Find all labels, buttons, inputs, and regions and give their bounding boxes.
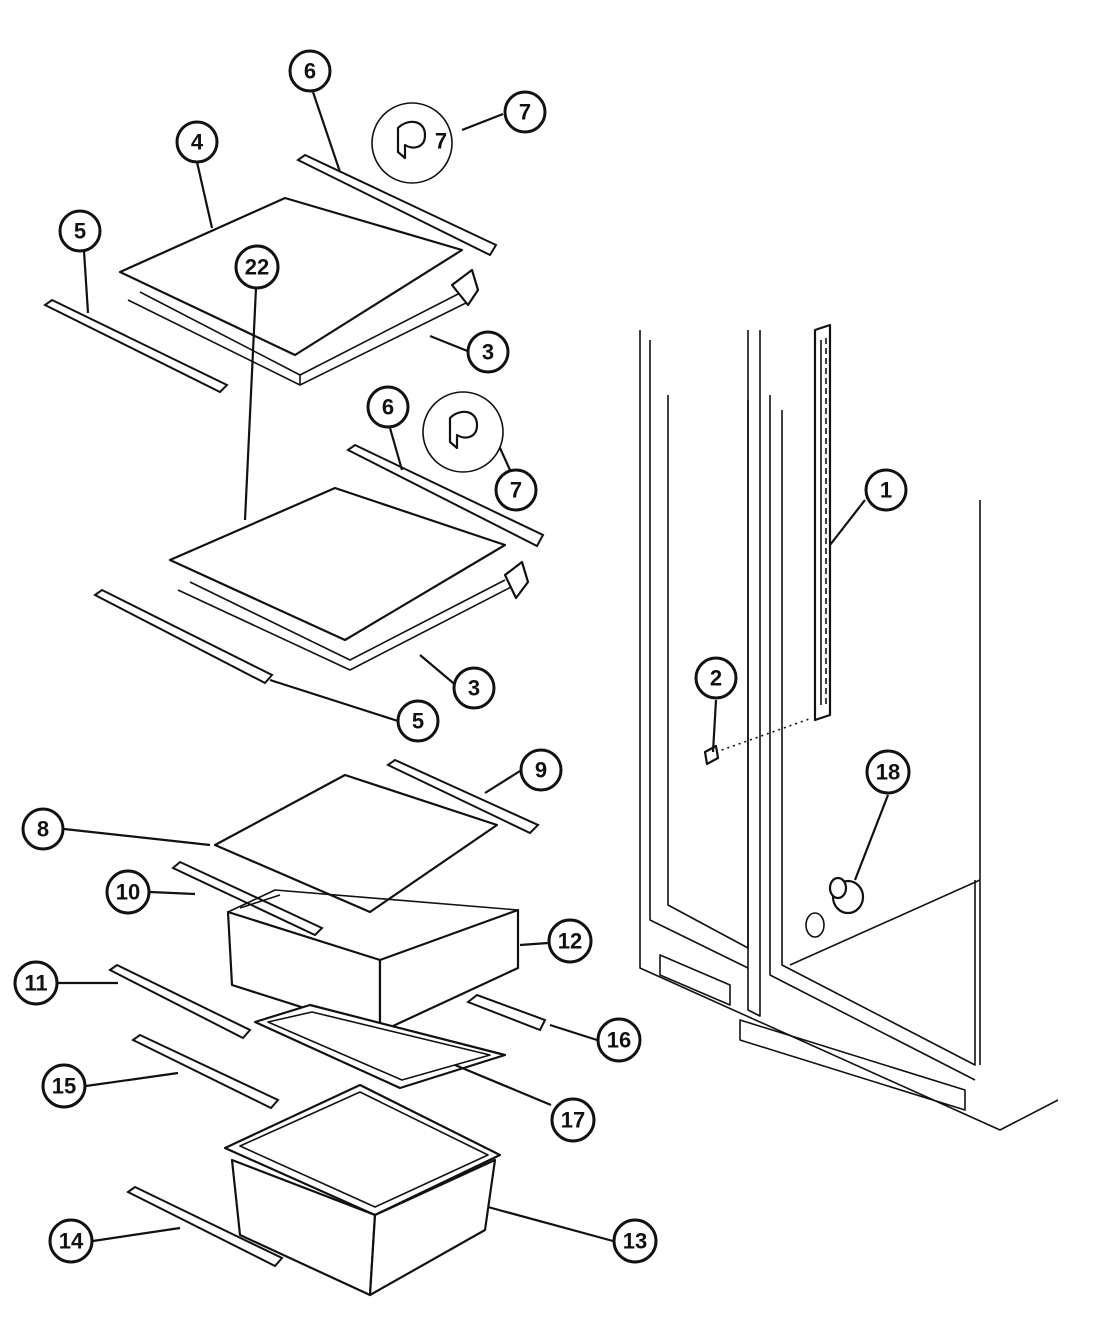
- callout-14: 14: [48, 1218, 94, 1264]
- inset-label: 7: [435, 129, 447, 154]
- shelf-ladder-part-1: [813, 323, 832, 722]
- callout-label: 9: [535, 758, 547, 783]
- callout-label: 6: [382, 395, 394, 420]
- callout-13: 13: [612, 1218, 658, 1264]
- callout-label: 12: [558, 929, 582, 954]
- callout-5a: 5: [58, 209, 102, 253]
- callout-3a: 3: [466, 330, 510, 374]
- callout-label: 16: [607, 1028, 631, 1053]
- callout-6b: 6: [366, 385, 410, 429]
- crisper-rail-part-14: [126, 1185, 284, 1268]
- callout-10: 10: [105, 869, 151, 915]
- callout-17: 17: [550, 1097, 596, 1143]
- inset-clip-detail-top: 7: [371, 102, 453, 184]
- callout-2: 2: [694, 656, 738, 700]
- callout-12: 12: [547, 918, 593, 964]
- crisper-glide-part-16: [465, 993, 547, 1032]
- callout-4: 4: [175, 120, 219, 164]
- callout-label: 5: [412, 709, 424, 734]
- callout-label: 11: [24, 971, 47, 996]
- callout-label: 7: [510, 478, 522, 503]
- callout-label: 1: [880, 478, 892, 503]
- callout-label: 3: [482, 340, 494, 365]
- callout-label: 4: [191, 130, 204, 155]
- crisper-rail-part-15: [131, 1033, 280, 1110]
- callout-9: 9: [519, 748, 563, 792]
- callout-label: 15: [52, 1074, 76, 1099]
- plug-part-18: [828, 876, 865, 915]
- callout-label: 18: [876, 760, 900, 785]
- callout-16: 16: [596, 1017, 642, 1063]
- callout-18: 18: [865, 749, 911, 795]
- callout-label: 7: [519, 100, 531, 125]
- inset-clip-detail-bottom: [422, 391, 504, 473]
- callout-label: 10: [116, 880, 140, 905]
- callout-8: 8: [21, 807, 65, 851]
- leader-lines: [57, 91, 890, 1243]
- screw-part-2: [703, 717, 813, 766]
- callout-7a: 7: [503, 90, 547, 134]
- crisper-pan-part-13: [223, 1083, 502, 1297]
- crisper-rail-part-11: [108, 963, 252, 1040]
- callout-5b: 5: [396, 699, 440, 743]
- callout-label: 8: [37, 817, 49, 842]
- crisper-tray-part-17: [253, 1003, 507, 1090]
- crisper-cover-assembly: [171, 758, 540, 937]
- callout-label: 13: [623, 1229, 647, 1254]
- top-shelf-assembly: [43, 153, 498, 394]
- callout-15: 15: [41, 1063, 87, 1109]
- callout-label: 3: [468, 676, 480, 701]
- callout-label: 6: [304, 59, 316, 84]
- callout-7b: 7: [494, 468, 538, 512]
- callout-label: 17: [561, 1108, 585, 1133]
- callout-label: 2: [710, 666, 722, 691]
- second-shelf-assembly: [93, 443, 545, 685]
- callout-1: 1: [864, 468, 908, 512]
- callout-label: 5: [74, 219, 86, 244]
- callout-11: 11: [13, 960, 59, 1006]
- callout-22: 22: [234, 244, 280, 290]
- callout-label: 14: [59, 1229, 84, 1254]
- callout-label: 22: [245, 255, 269, 280]
- callout-3b: 3: [452, 666, 496, 710]
- callout-6a: 6: [288, 49, 332, 93]
- refrigerator-cabinet: [639, 330, 1059, 1131]
